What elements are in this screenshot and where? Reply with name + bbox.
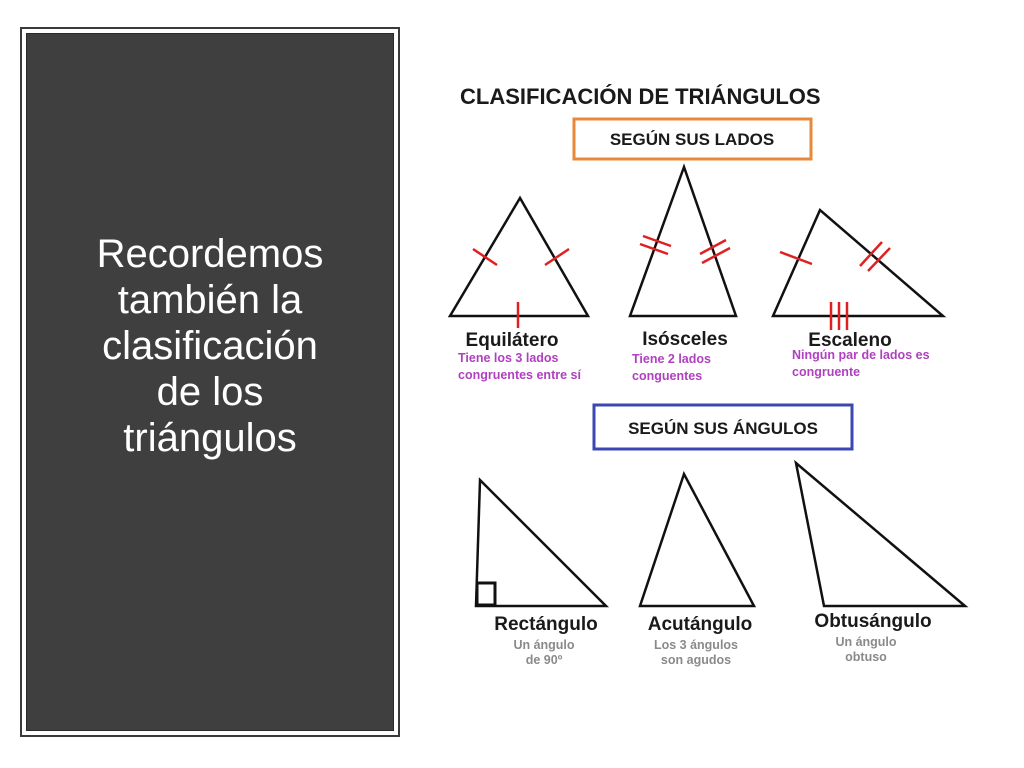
classification-diagram: CLASIFICACIÓN DE TRIÁNGULOS SEGÚN SUS LA… bbox=[447, 84, 969, 667]
right-angle-marker bbox=[475, 581, 497, 607]
angles-section-box bbox=[592, 403, 854, 451]
right-triangle-desc-line-1: Un ángulo bbox=[513, 638, 574, 652]
slide-line-1: Recordemos bbox=[96, 232, 324, 276]
isosceles-desc-line-1: Tiene 2 lados bbox=[632, 352, 711, 366]
acute-triangle-name: Acutángulo bbox=[648, 614, 753, 635]
scalene-tick-marks bbox=[779, 241, 891, 330]
equilateral-desc-line-1: Tiene los 3 lados bbox=[458, 351, 559, 365]
obtuse-triangle-desc-line-1: Un ángulo bbox=[835, 635, 896, 649]
right-triangle-name: Rectángulo bbox=[494, 614, 597, 635]
acute-triangle-desc-line-2: son agudos bbox=[661, 653, 731, 667]
slide-line-5: triángulos bbox=[123, 416, 297, 460]
equilateral-desc-line-2: congruentes entre sí bbox=[458, 368, 581, 382]
slide-line-4: de los bbox=[156, 370, 264, 414]
slide-text-panel-inner: Recordemos también la clasificación de l… bbox=[26, 33, 394, 731]
equilateral-triangle bbox=[447, 195, 591, 318]
equilateral-name: Equilátero bbox=[466, 330, 559, 351]
scalene-name: Escaleno bbox=[808, 330, 891, 351]
equilateral-tick-marks bbox=[472, 247, 570, 328]
isosceles-desc-line-2: conguentes bbox=[632, 369, 702, 383]
isosceles-name: Isósceles bbox=[642, 329, 728, 350]
obtuse-triangle-name: Obtusángulo bbox=[814, 611, 931, 632]
slide-heading: Recordemos también la clasificación de l… bbox=[60, 231, 360, 461]
isosceles-triangle bbox=[628, 163, 738, 318]
isosceles-tick-marks bbox=[639, 234, 731, 265]
obtuse-triangle bbox=[794, 459, 969, 608]
triangle-classification-figure: CLASIFICACIÓN DE TRIÁNGULOS SEGÚN SUS LA… bbox=[440, 70, 1010, 690]
scalene-desc-line-1: Ningún par de lados es bbox=[792, 348, 930, 362]
scalene-desc-line-2: congruente bbox=[792, 365, 860, 379]
scalene-triangle bbox=[771, 207, 947, 318]
figure-title: CLASIFICACIÓN DE TRIÁNGULOS bbox=[460, 84, 821, 109]
angles-section-label: SEGÚN SUS ÁNGULOS bbox=[628, 419, 818, 438]
sides-section-label: SEGÚN SUS LADOS bbox=[610, 130, 774, 149]
sides-section-box bbox=[572, 117, 813, 161]
acute-triangle bbox=[638, 470, 757, 608]
right-triangle bbox=[474, 477, 610, 608]
slide-line-3: clasificación bbox=[102, 324, 318, 368]
right-triangle-desc-line-2: de 90º bbox=[526, 653, 563, 667]
slide-text-panel: Recordemos también la clasificación de l… bbox=[20, 27, 400, 737]
slide-line-2: también la bbox=[117, 278, 303, 322]
obtuse-triangle-desc-line-2: obtuso bbox=[845, 650, 887, 664]
acute-triangle-desc-line-1: Los 3 ángulos bbox=[654, 638, 738, 652]
